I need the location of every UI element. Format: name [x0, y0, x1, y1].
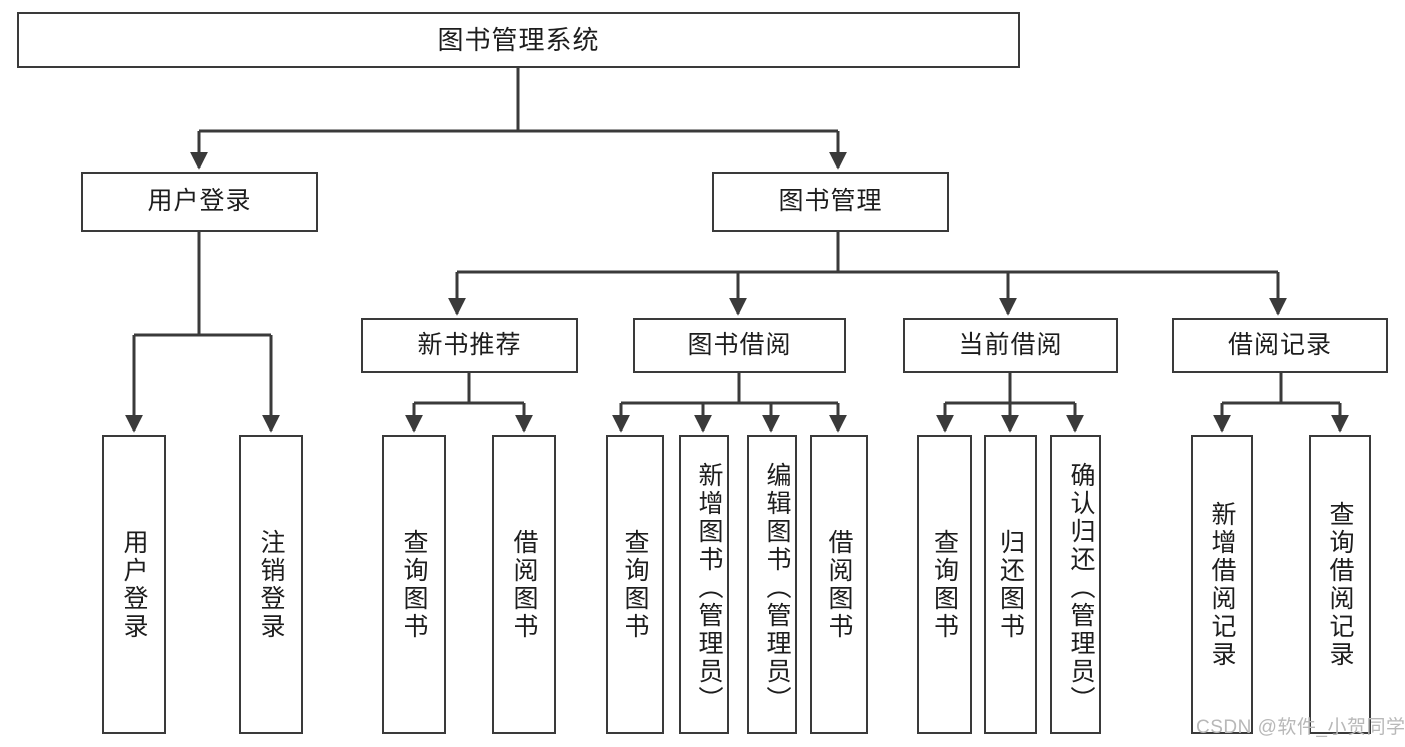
leaf-book-borrow-query[interactable]: 查询图书 — [606, 435, 664, 734]
leaf-book-borrow-add-admin[interactable]: 新增图书（管理员） — [679, 435, 729, 734]
node-book-borrow[interactable]: 图书借阅 — [633, 318, 846, 373]
leaf-user-login-signin[interactable]: 用户登录 — [102, 435, 166, 734]
leaf-current-borrow-return[interactable]: 归还图书 — [984, 435, 1037, 734]
leaf-book-borrow-edit-admin[interactable]: 编辑图书（管理员） — [747, 435, 797, 734]
node-borrow-record[interactable]: 借阅记录 — [1172, 318, 1388, 373]
leaf-borrow-record-add[interactable]: 新增借阅记录 — [1191, 435, 1253, 734]
leaf-book-borrow-borrow[interactable]: 借阅图书 — [810, 435, 868, 734]
leaf-current-borrow-query[interactable]: 查询图书 — [917, 435, 972, 734]
leaf-user-login-signout[interactable]: 注销登录 — [239, 435, 303, 734]
leaf-borrow-record-query[interactable]: 查询借阅记录 — [1309, 435, 1371, 734]
node-book-manage[interactable]: 图书管理 — [712, 172, 949, 232]
node-new-book-recommend[interactable]: 新书推荐 — [361, 318, 578, 373]
leaf-new-book-query[interactable]: 查询图书 — [382, 435, 446, 734]
watermark-label: CSDN @软件_小贺同学 — [1196, 717, 1405, 738]
leaf-new-book-borrow[interactable]: 借阅图书 — [492, 435, 556, 734]
node-user-login[interactable]: 用户登录 — [81, 172, 318, 232]
node-current-borrow[interactable]: 当前借阅 — [903, 318, 1118, 373]
leaf-current-borrow-confirm-admin[interactable]: 确认归还（管理员） — [1050, 435, 1101, 734]
node-root-system[interactable]: 图书管理系统 — [17, 12, 1020, 68]
